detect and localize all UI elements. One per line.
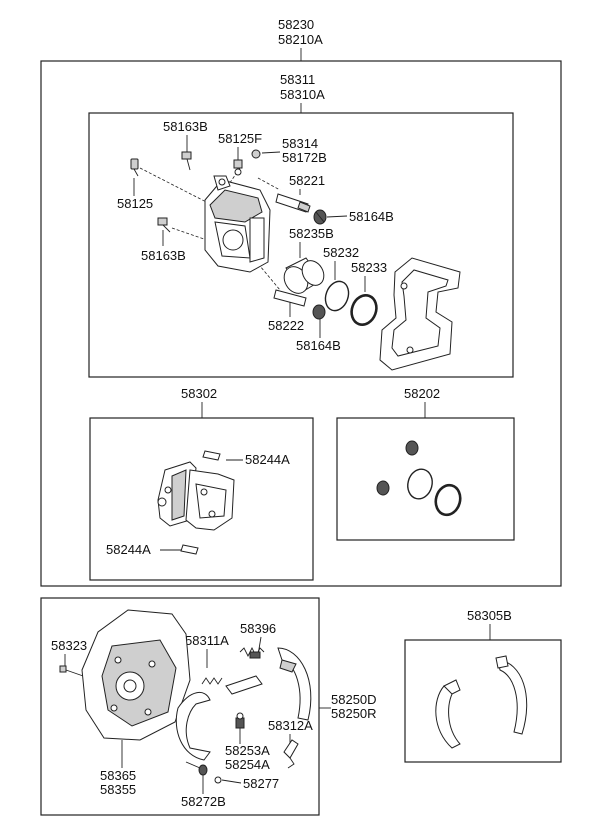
lever-58312A xyxy=(283,739,299,769)
spring-58311A xyxy=(201,677,223,685)
label-58312A: 58312A xyxy=(268,718,313,733)
label-58244A-top: 58244A xyxy=(245,452,290,467)
label-58233: 58233 xyxy=(351,260,387,275)
spring-58396 xyxy=(239,646,265,659)
spring-58272B xyxy=(185,761,208,776)
shoe-upper xyxy=(277,647,312,721)
guide-pin-58222 xyxy=(273,289,307,307)
label-58305B: 58305B xyxy=(467,608,512,623)
seal-kit-box xyxy=(336,417,515,541)
label-58202: 58202 xyxy=(404,386,440,401)
label-58250R: 58250R xyxy=(331,706,377,721)
caliper-assembly-box xyxy=(40,60,562,587)
brake-pads-drawing xyxy=(157,450,235,555)
caliper-housing xyxy=(204,175,271,273)
label-58311: 58311 xyxy=(280,72,315,87)
label-58221: 58221 xyxy=(289,173,325,188)
bolt-58163B-bottom xyxy=(157,217,171,233)
boot-58164B-top xyxy=(313,209,327,225)
label-58311A: 58311A xyxy=(185,633,229,648)
label-58164B-bottom: 58164B xyxy=(296,338,341,353)
bleeder-58125F xyxy=(233,159,243,176)
bolt-58163B-top xyxy=(181,151,192,171)
label-58277: 58277 xyxy=(243,776,279,791)
label-58210A: 58210A xyxy=(278,32,323,47)
label-58125: 58125 xyxy=(117,196,153,211)
pin-58277 xyxy=(214,776,222,784)
label-58163B-top: 58163B xyxy=(163,119,208,134)
label-58365: 58365 xyxy=(100,768,136,783)
label-58314: 58314 xyxy=(282,136,318,151)
label-58253A: 58253A xyxy=(225,743,270,758)
seal-58232 xyxy=(324,280,350,312)
label-58230: 58230 xyxy=(278,17,314,32)
strut xyxy=(225,675,263,695)
adjuster-58253A xyxy=(235,712,245,729)
label-58222: 58222 xyxy=(268,318,304,333)
label-58396: 58396 xyxy=(240,621,276,636)
shoe-lower xyxy=(175,692,211,761)
guide-pin-58221 xyxy=(275,193,311,213)
pad-kit-box xyxy=(89,417,314,581)
label-58323: 58323 xyxy=(51,638,87,653)
boot-58164B-bottom xyxy=(312,304,326,320)
label-58250D: 58250D xyxy=(331,692,377,707)
caliper-body-drawing xyxy=(130,149,461,371)
bolt-58125 xyxy=(130,158,139,177)
caliper-box xyxy=(88,112,514,378)
shoe-kit-box xyxy=(404,639,562,763)
piston-58235B xyxy=(283,257,325,294)
label-58164B-top: 58164B xyxy=(349,209,394,224)
label-58172B: 58172B xyxy=(282,150,327,165)
carrier-bracket xyxy=(379,257,461,371)
label-58235B: 58235B xyxy=(289,226,334,241)
drum-brake-box xyxy=(40,597,320,816)
shoe-kit-drawing xyxy=(435,655,528,749)
label-58272B: 58272B xyxy=(181,794,226,809)
label-58244A-bottom: 58244A xyxy=(106,542,151,557)
label-58125F: 58125F xyxy=(218,131,262,146)
label-58163B-bottom: 58163B xyxy=(141,248,186,263)
label-58254A: 58254A xyxy=(225,757,270,772)
label-58310A: 58310A xyxy=(280,87,325,102)
backing-plate-58365 xyxy=(81,609,191,741)
label-58302: 58302 xyxy=(181,386,217,401)
caliper-leaders xyxy=(133,135,366,338)
label-58232: 58232 xyxy=(323,245,359,260)
drum-brake-drawing xyxy=(59,609,312,784)
seal-kit-drawing xyxy=(376,440,462,517)
label-58355: 58355 xyxy=(100,782,136,797)
boot-58233 xyxy=(350,294,378,326)
cap-58314 xyxy=(251,149,261,159)
